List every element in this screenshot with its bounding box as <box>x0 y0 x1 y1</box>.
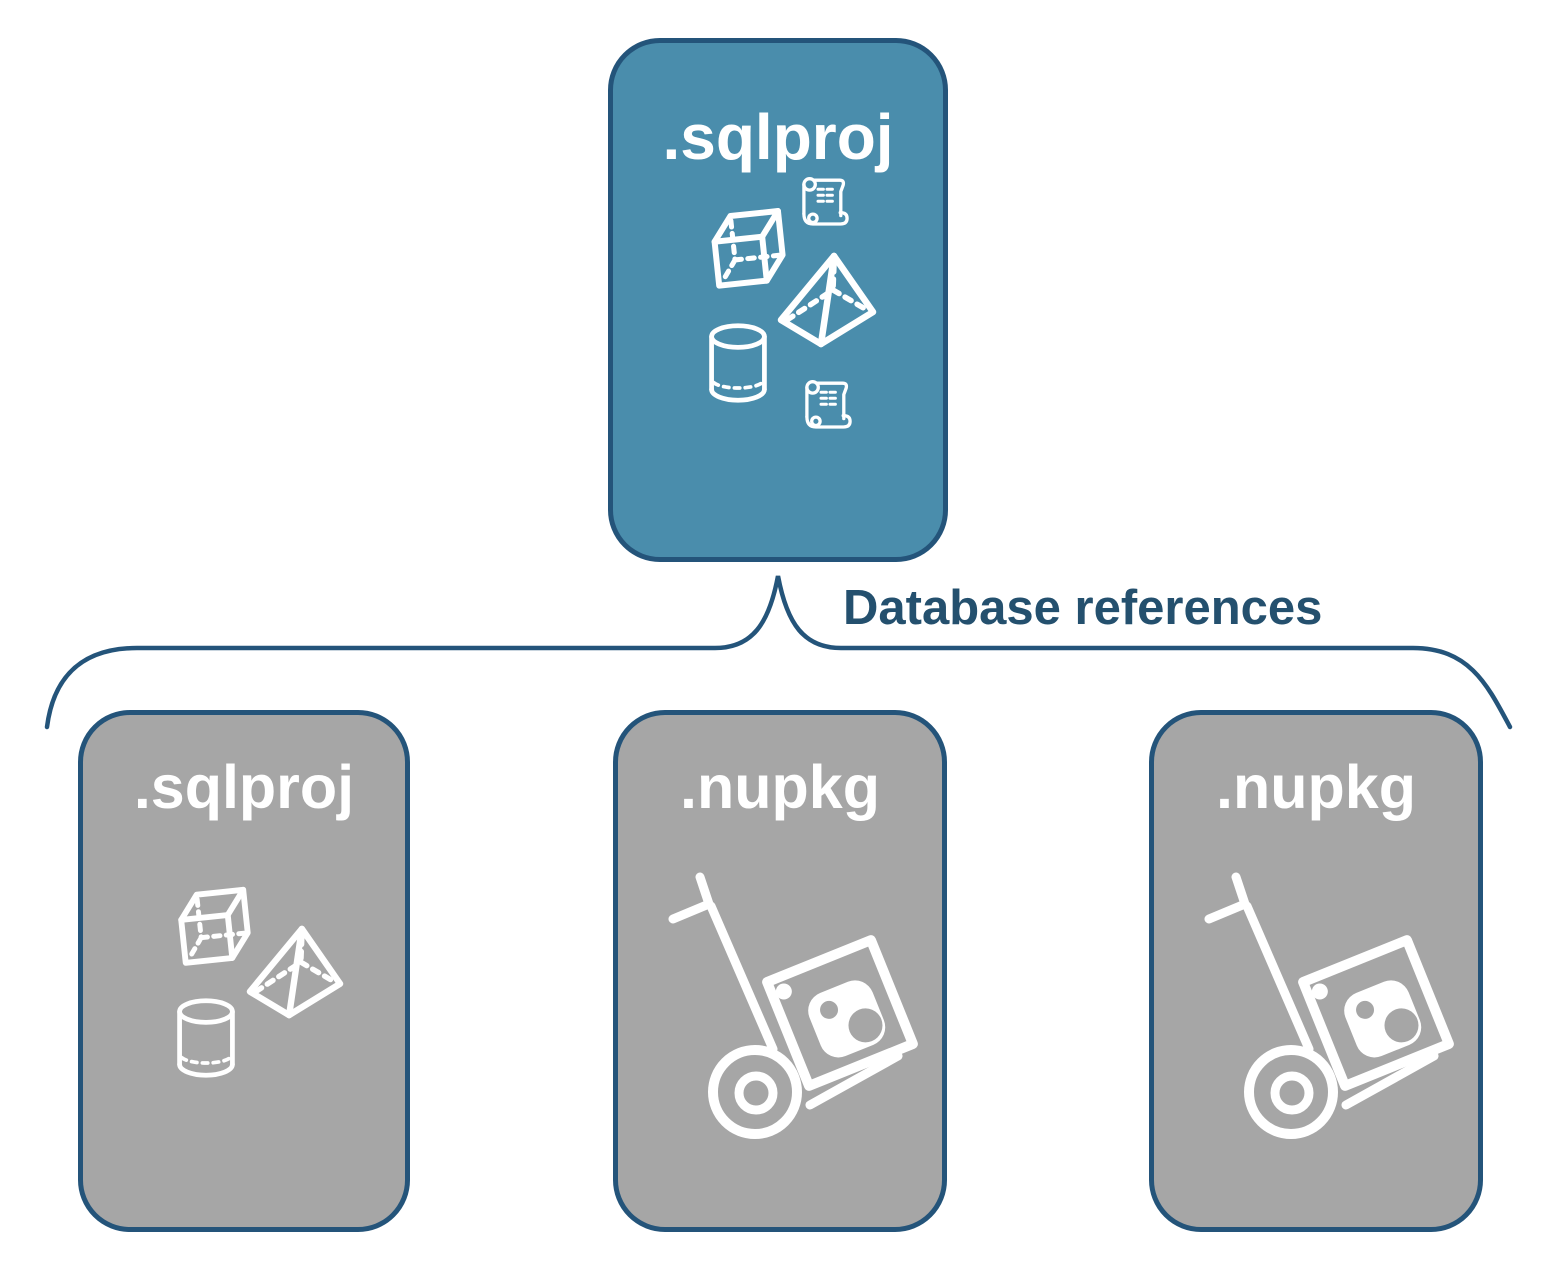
cube-icon <box>164 881 254 971</box>
cube-icon <box>697 202 789 294</box>
bottom-nupkg-card: .nupkg <box>1149 710 1483 1232</box>
scroll-icon <box>794 173 854 233</box>
bottom-card-title: .nupkg <box>680 753 880 821</box>
bottom-card-title: .sqlproj <box>133 753 355 821</box>
nuget-package-dolly-icon <box>645 855 945 1175</box>
bottom-sqlproj-card: .sqlproj <box>78 710 410 1232</box>
pyramid-icon <box>777 250 877 350</box>
database-cylinder-icon <box>704 323 772 407</box>
database-cylinder-icon <box>172 998 240 1082</box>
bottom-nupkg-card: .nupkg <box>613 710 947 1232</box>
top-card-title: .sqlproj <box>662 101 894 173</box>
pyramid-icon <box>246 923 344 1021</box>
brace-label: Database references <box>843 581 1323 635</box>
top-sqlproj-card: .sqlproj <box>608 38 948 562</box>
scroll-icon <box>797 376 857 436</box>
bottom-card-title: .nupkg <box>1216 753 1416 821</box>
nuget-package-dolly-icon <box>1181 855 1481 1175</box>
